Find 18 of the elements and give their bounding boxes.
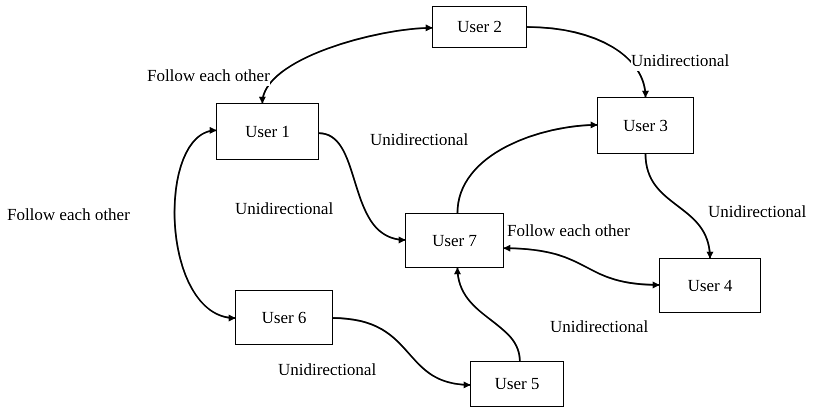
curved-arrow xyxy=(503,244,660,288)
curved-arrow xyxy=(454,267,521,362)
user-box: User 1 xyxy=(216,103,319,160)
edge-label: Unidirectional xyxy=(631,51,730,71)
user-box: User 2 xyxy=(432,6,527,48)
curved-arrow xyxy=(456,122,598,214)
curved-arrow xyxy=(644,154,713,259)
curved-arrow xyxy=(318,132,406,242)
user-box: User 6 xyxy=(235,290,333,345)
curved-arrow xyxy=(332,317,471,388)
curved-arrow xyxy=(174,128,236,320)
user-box: User 4 xyxy=(659,258,761,313)
curved-arrow xyxy=(526,26,648,98)
edge-label: Follow each other xyxy=(147,66,270,86)
user-box: User 5 xyxy=(470,361,564,407)
curved-arrow xyxy=(260,24,433,104)
user-box: User 3 xyxy=(597,97,694,154)
user-box: User 7 xyxy=(405,213,504,268)
